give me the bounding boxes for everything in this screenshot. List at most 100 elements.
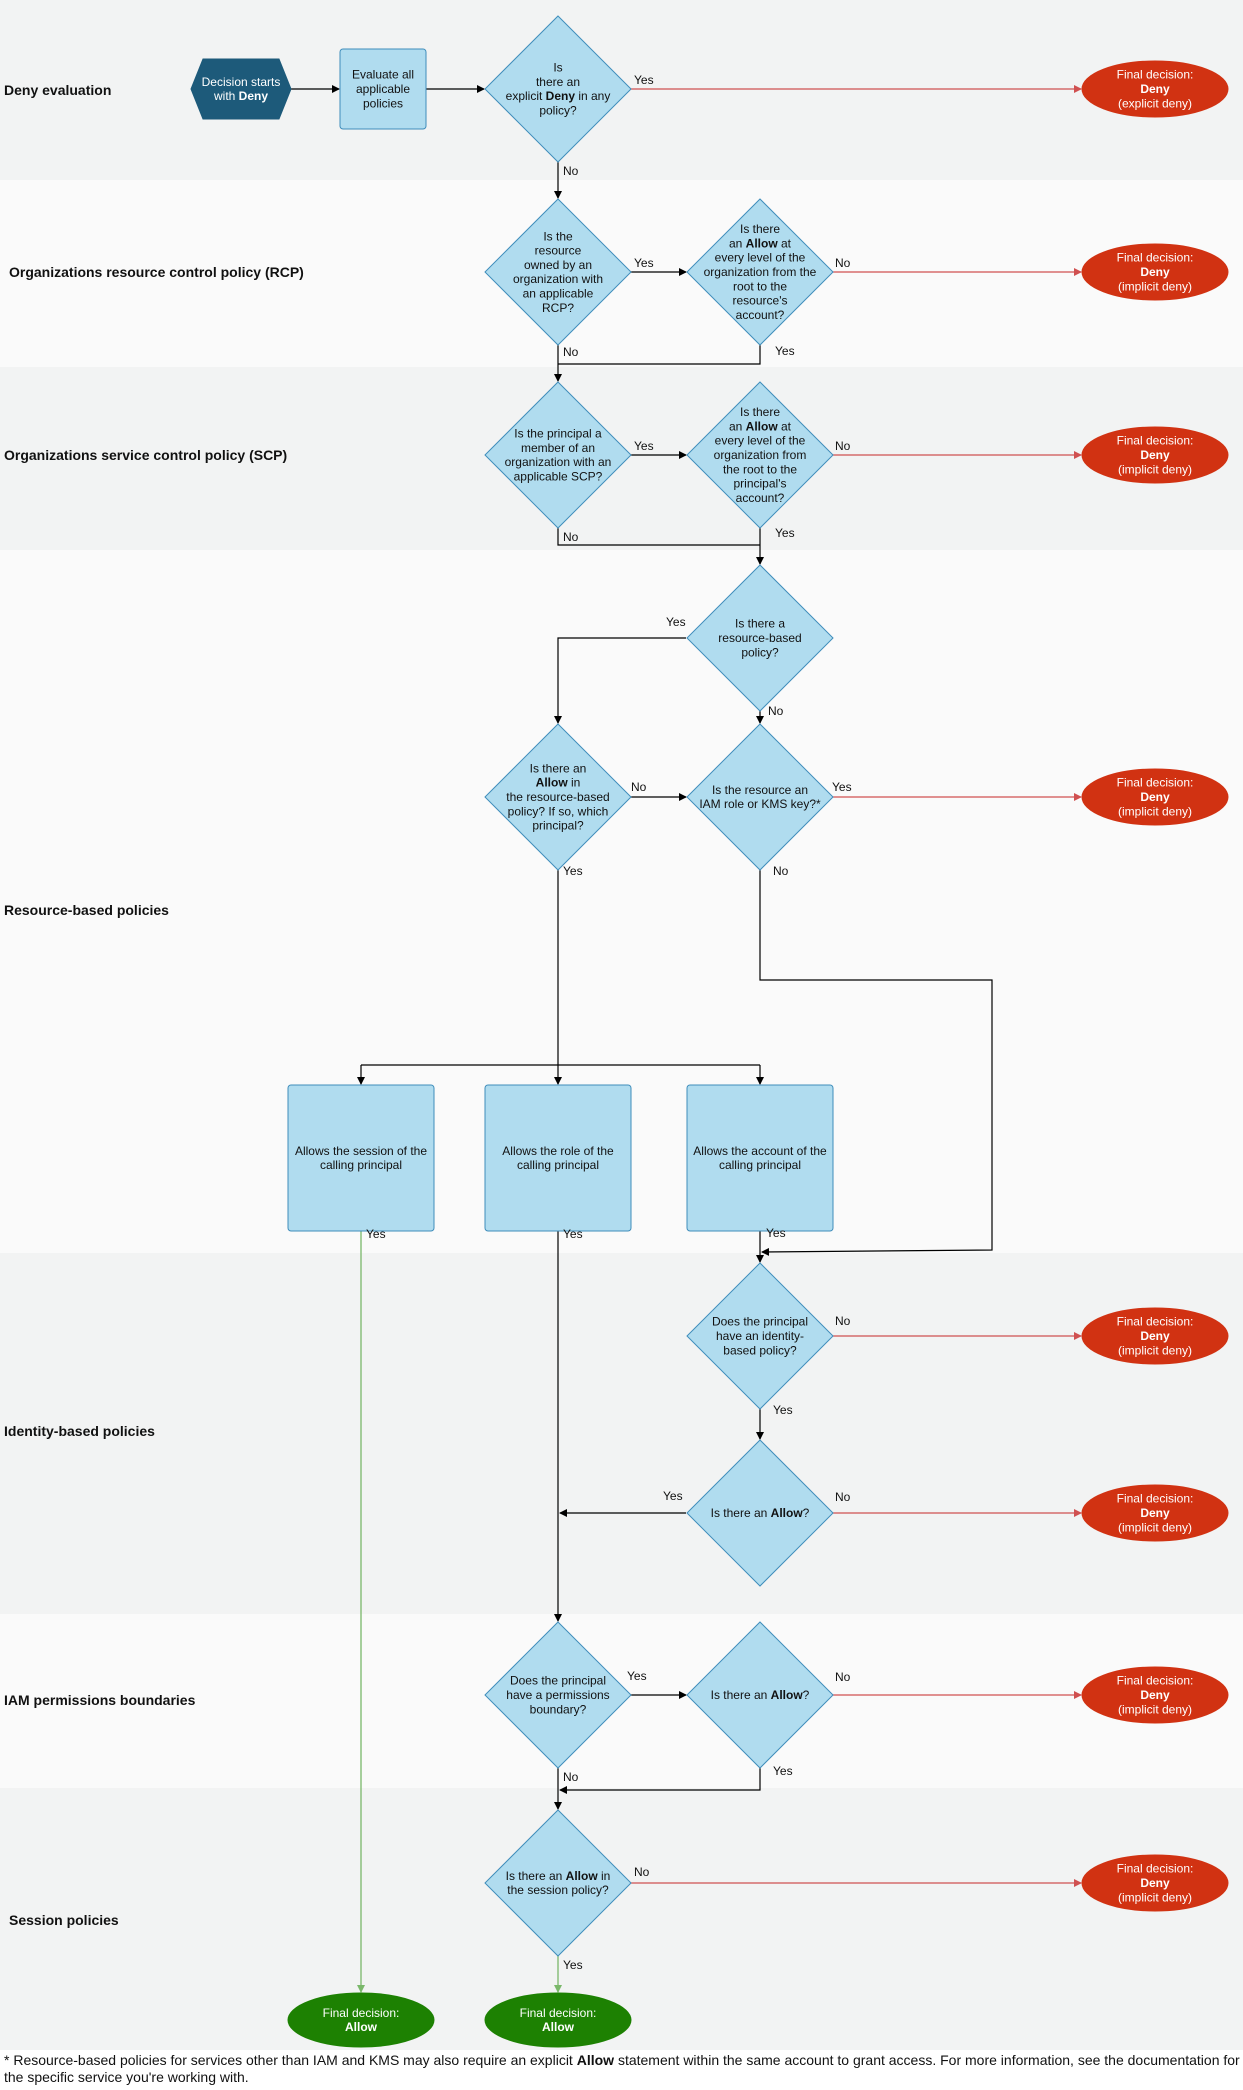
edge-label-yes: Yes — [563, 1958, 583, 1972]
node-text-bold: Deny — [1140, 790, 1170, 804]
edge-label-yes: Yes — [832, 780, 852, 794]
node-text-line: an applicable — [523, 286, 594, 300]
node-text-line: Is there — [740, 222, 780, 236]
node-text-bold: Allow — [345, 2020, 378, 2034]
node-text-bold: Deny — [1140, 265, 1170, 279]
node-text-run: every level of the — [715, 434, 806, 448]
node-ibp-allow-q: Is there an Allow? — [686, 1439, 834, 1587]
node-text-line: IAM role or KMS key?* — [699, 797, 821, 811]
node-shape — [1081, 1666, 1229, 1724]
node-text-run: root to the — [733, 279, 787, 293]
node-text-run: organization with — [513, 272, 603, 286]
node-shape — [1081, 1484, 1229, 1542]
node-shape — [1081, 1854, 1229, 1912]
node-text-line: (implicit deny) — [1118, 1343, 1192, 1357]
node-text-line: RCP? — [542, 301, 574, 315]
node-text-line: have a permissions — [506, 1688, 609, 1702]
band-label-deny: Deny evaluation — [4, 82, 111, 98]
node-text-line: applicable — [356, 82, 410, 96]
node-text-run: based policy? — [723, 1343, 797, 1357]
node-text-line: (implicit deny) — [1118, 804, 1192, 818]
node-text-line: Deny — [1140, 1688, 1170, 1702]
node-text-run: with — [213, 89, 239, 103]
node-final-implicit-deny-sp: Final decision:Deny(implicit deny) — [1081, 1854, 1229, 1912]
footnote-bold: Allow — [576, 2052, 615, 2068]
edge-label-no: No — [835, 256, 851, 270]
edge-label-no: No — [773, 864, 789, 878]
node-text-line: have an identity- — [716, 1329, 804, 1343]
node-text-bold: Deny — [546, 89, 576, 103]
edge-iam-kms-no — [759, 870, 993, 1256]
edge-pb-allow-yes — [559, 1768, 761, 1794]
node-shape — [190, 58, 292, 120]
node-text-run: (implicit deny) — [1118, 1890, 1192, 1904]
node-text-line: calling principal — [719, 1158, 801, 1172]
node-text-line: Deny — [1140, 265, 1170, 279]
node-shape — [484, 1084, 632, 1232]
node-shape — [287, 1084, 435, 1232]
node-shape — [686, 198, 834, 346]
node-text-run: Final decision: — [1117, 776, 1194, 790]
node-shape — [686, 381, 834, 529]
node-final-implicit-deny-scp: Final decision:Deny(implicit deny) — [1081, 426, 1229, 484]
node-text-bold: Deny — [1140, 1688, 1170, 1702]
edge-rbp-exists-yes — [554, 637, 686, 724]
node-text-line: (implicit deny) — [1118, 1702, 1192, 1716]
node-text-run: at — [778, 236, 792, 250]
node-shape — [484, 1992, 632, 2048]
edge-label-no: No — [835, 1314, 851, 1328]
node-text-run: account? — [736, 308, 785, 322]
node-text-run: Is there an — [711, 1688, 771, 1702]
node-text-line: Is — [553, 61, 562, 75]
node-text-run: have a permissions — [506, 1688, 609, 1702]
node-text-line: Final decision: — [1117, 776, 1194, 790]
node-shape — [484, 1621, 632, 1769]
node-text-run: in any — [575, 89, 610, 103]
edge-label-no: No — [563, 1770, 579, 1784]
edge-label-no: No — [634, 1865, 650, 1879]
node-text-line: (implicit deny) — [1118, 1890, 1192, 1904]
node-final-implicit-deny-rcp: Final decision:Deny(implicit deny) — [1081, 243, 1229, 301]
node-text-line: Is there — [740, 405, 780, 419]
node-text-line: Final decision: — [1117, 1315, 1194, 1329]
node-text-run: the root to the — [723, 462, 797, 476]
node-text-run: RCP? — [542, 301, 574, 315]
node-final-explicit-deny: Final decision:Deny(explicit deny) — [1081, 60, 1229, 118]
edge-label-yes: Yes — [634, 256, 654, 270]
node-text-line: Is there an Allow? — [711, 1506, 810, 1520]
node-text-line: Decision starts — [202, 75, 281, 89]
node-text-run: Final decision: — [1117, 434, 1194, 448]
node-text-line: (implicit deny) — [1118, 279, 1192, 293]
footnote: * Resource-based policies for services o… — [4, 2052, 1240, 2086]
node-text-line: Is there an — [530, 761, 587, 775]
node-text-bold: Allow — [771, 1688, 804, 1702]
node-pb-allow-q: Is there an Allow? — [686, 1621, 834, 1769]
node-text-bold: Allow — [771, 1506, 804, 1520]
node-text-line: policies — [363, 96, 403, 110]
edge-label-yes: Yes — [773, 1764, 793, 1778]
edge-label-yes: Yes — [663, 1489, 683, 1503]
node-shape — [484, 1809, 632, 1957]
node-text-line: there an — [536, 75, 580, 89]
node-text-run: Allows the session of the — [295, 1144, 427, 1158]
node-text-line: Is there an Allow in — [506, 1869, 611, 1883]
node-text-run: (implicit deny) — [1118, 279, 1192, 293]
node-final-allow-sp: Final decision:Allow — [484, 1992, 632, 2048]
node-text-line: Deny — [1140, 1876, 1170, 1890]
node-text-bold: Allow — [566, 1869, 599, 1883]
node-shape — [1081, 243, 1229, 301]
node-text-run: Final decision: — [1117, 1862, 1194, 1876]
node-text-line: organization with — [513, 272, 603, 286]
node-text-run: ? — [803, 1688, 810, 1702]
node-text-line: root to the — [733, 279, 787, 293]
node-final-allow-session: Final decision:Allow — [287, 1992, 435, 2048]
band-label-rcp: Organizations resource control policy (R… — [9, 264, 304, 280]
node-final-implicit-deny-ibp-allow: Final decision:Deny(implicit deny) — [1081, 1484, 1229, 1542]
node-text-bold: Deny — [239, 89, 269, 103]
